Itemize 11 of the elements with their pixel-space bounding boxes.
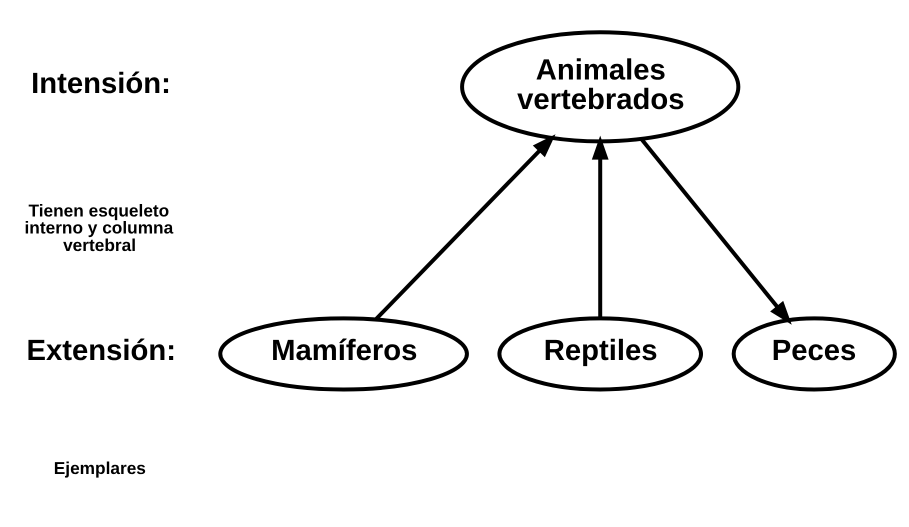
node-ellipse: Peces bbox=[732, 316, 897, 392]
node-ellipse: Animales vertebrados bbox=[460, 30, 740, 144]
arrow bbox=[640, 138, 792, 325]
arrow bbox=[374, 134, 556, 321]
label: Extensión: bbox=[26, 335, 176, 368]
label: Tienen esqueleto interno y columna vertebral bbox=[24, 200, 174, 255]
label: Intensión: bbox=[31, 68, 171, 100]
label: Ejemplares bbox=[54, 458, 146, 478]
arrow bbox=[592, 136, 609, 318]
node-ellipse: Mamíferos bbox=[218, 316, 469, 392]
node-ellipse: Reptiles bbox=[497, 316, 704, 392]
